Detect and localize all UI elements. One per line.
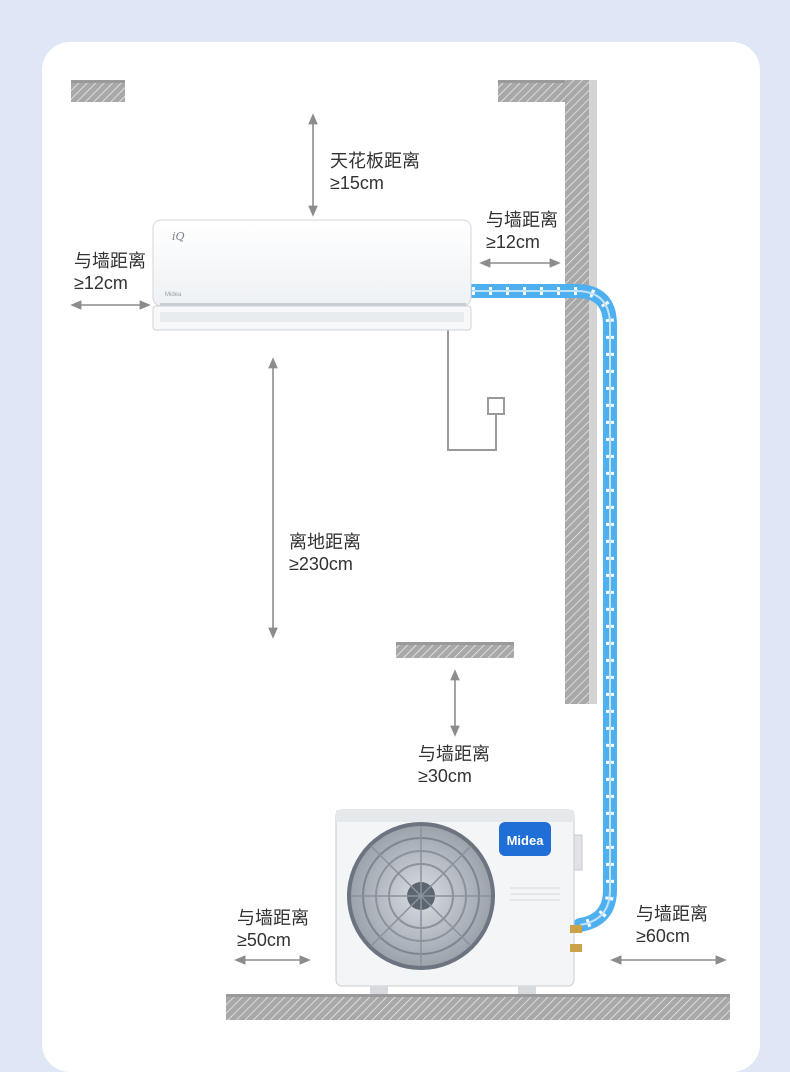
outdoor-shelf (396, 642, 514, 658)
outdoor-back-clearance-title: 与墙距离 (418, 744, 490, 764)
right-wall-clearance-value: ≥12cm (486, 232, 540, 252)
outdoor-back-clearance-value: ≥30cm (418, 766, 472, 786)
outdoor-left-clearance-label: 与墙距离 ≥50cm (237, 907, 309, 951)
right-wall-clearance-title: 与墙距离 (486, 210, 558, 230)
fan-grille (347, 822, 495, 970)
indoor-brand: Midea (165, 292, 182, 298)
outdoor-unit: Midea (335, 809, 583, 994)
floor-clearance-value: ≥230cm (289, 554, 353, 574)
ceiling-clearance-value: ≥15cm (330, 173, 384, 193)
ceiling-left (71, 80, 125, 102)
outdoor-back-clearance-label: 与墙距离 ≥30cm (418, 743, 490, 787)
ceiling-clearance-label: 天花板距离 ≥15cm (330, 150, 420, 194)
indoor-unit: iQ Midea (152, 219, 472, 331)
floor-clearance-title: 离地距离 (289, 532, 361, 552)
outdoor-logo-plate (499, 822, 551, 856)
floor-clearance-label: 离地距离 ≥230cm (289, 531, 361, 575)
refrigerant-pipe (465, 284, 617, 932)
outdoor-left-clearance-title: 与墙距离 (237, 908, 309, 928)
outdoor-right-clearance-label: 与墙距离 ≥60cm (636, 903, 708, 947)
left-wall-clearance-value: ≥12cm (74, 273, 128, 293)
outdoor-left-clearance-value: ≥50cm (237, 930, 291, 950)
outdoor-right-clearance-title: 与墙距离 (636, 904, 708, 924)
left-wall-clearance-title: 与墙距离 (74, 251, 146, 271)
ceiling-clearance-title: 天花板距离 (330, 151, 420, 171)
right-wall-clearance-label: 与墙距离 ≥12cm (486, 209, 558, 253)
indoor-badge: iQ (172, 230, 185, 243)
left-wall-clearance-label: 与墙距离 ≥12cm (74, 250, 146, 294)
outdoor-right-clearance-value: ≥60cm (636, 926, 690, 946)
outdoor-brand: Midea (507, 833, 545, 848)
power-cable (447, 330, 505, 451)
ground-slab (226, 994, 730, 1020)
